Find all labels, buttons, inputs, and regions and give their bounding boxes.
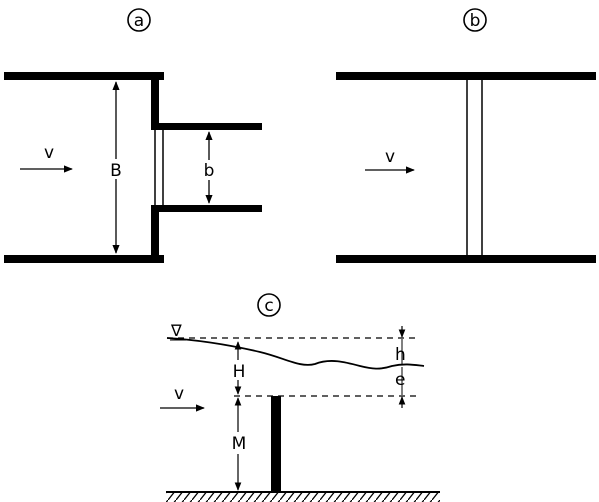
water-surface-profile xyxy=(166,337,425,370)
contraction-wall-upper xyxy=(151,72,159,130)
weir-plate xyxy=(271,396,281,492)
width-B-label-bg xyxy=(108,159,124,179)
panel-a-badge xyxy=(127,8,151,32)
submergence-e-label: e xyxy=(395,370,405,390)
panel-a-velocity-label: v xyxy=(44,143,54,163)
weir-height-M-label-bg xyxy=(230,432,248,454)
panel-b: b v xyxy=(336,8,596,263)
width-b-label-bg xyxy=(201,160,217,180)
channel-top-wall xyxy=(4,72,164,80)
panel-b-label: b xyxy=(470,11,481,31)
channel-bottom-wall xyxy=(4,255,164,263)
panel-b-badge xyxy=(463,8,487,32)
channel-top-wall xyxy=(336,72,596,80)
channel-bottom-wall xyxy=(336,255,596,263)
contraction-wall-lower xyxy=(151,208,159,263)
weir-height-M-label: M xyxy=(232,434,247,454)
narrow-channel-top-wall xyxy=(151,123,262,130)
panel-a: a B b v xyxy=(4,8,262,263)
drop-h-label: h xyxy=(395,345,406,365)
panel-a-label: a xyxy=(134,11,144,31)
width-b-label: b xyxy=(204,161,215,181)
width-B-label: B xyxy=(110,161,122,181)
channel-bed-hatching xyxy=(166,493,440,502)
water-surface-icon: ∇ xyxy=(170,321,182,340)
panel-c-velocity-label: v xyxy=(174,384,184,404)
panel-c: c ∇ H M h e v xyxy=(160,293,440,502)
head-H-label-bg xyxy=(231,360,247,380)
narrow-channel-bottom-wall xyxy=(151,205,262,212)
panel-b-velocity-label: v xyxy=(385,147,395,167)
panel-c-badge xyxy=(257,293,281,317)
panel-c-label: c xyxy=(264,296,273,316)
head-H-label: H xyxy=(233,362,246,382)
